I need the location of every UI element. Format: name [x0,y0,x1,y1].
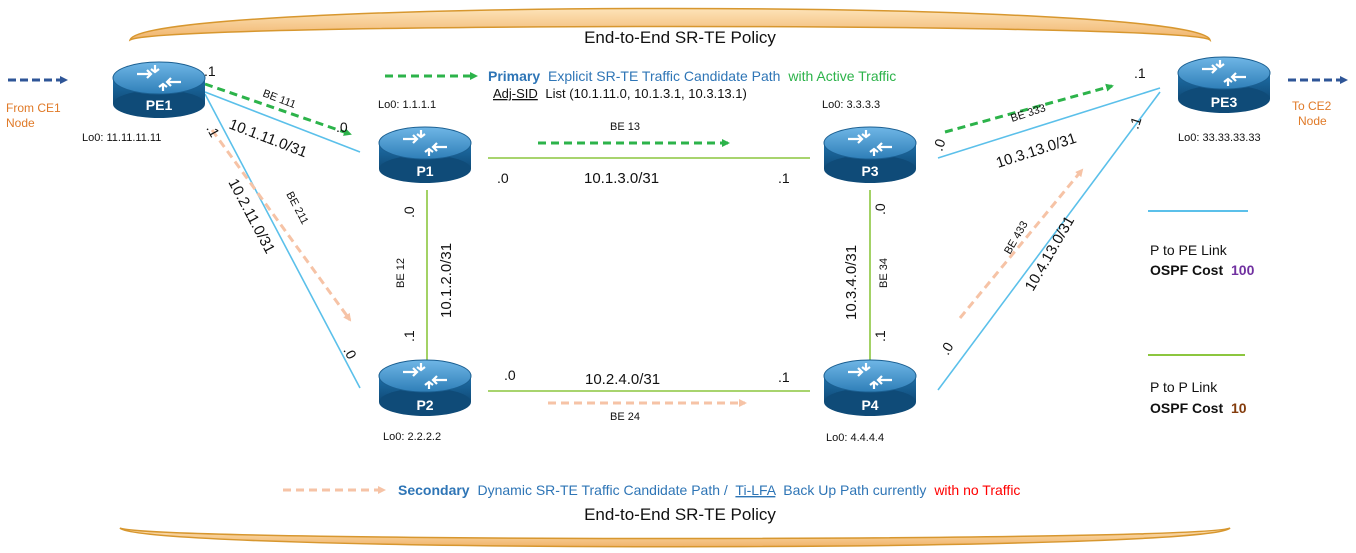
p-cost-label: OSPF Cost [1150,400,1223,416]
secondary-path [210,129,1084,407]
p1-loopback: Lo0: 1.1.1.1 [378,99,436,111]
p1-p2-bundle: BE 12 [395,258,407,288]
p1-p3-b-end: .1 [778,170,790,186]
secondary-no-traffic: with no Traffic [933,482,1020,498]
bottom-policy-title: End-to-End SR-TE Policy [584,505,776,524]
primary-active: with Active Traffic [787,68,896,84]
p3-pe3-a-end: .0 [930,137,949,153]
secondary-word: Secondary [398,482,470,498]
router-p3-name: P3 [861,163,878,179]
p2-p4-bundle: BE 24 [610,411,640,423]
p4-pe3-b-end: .1 [1126,115,1145,131]
from-ce1-line2: Node [6,116,35,130]
from-ce1-line1: From CE1 [6,101,61,115]
p3-loopback: Lo0: 3.3.3.3 [822,99,880,111]
p3-p4-b-end: .1 [872,330,888,342]
p2-p4-subnet: 10.2.4.0/31 [585,371,660,388]
pe-link-cost: OSPF Cost 100 [1150,262,1255,278]
to-ce2-line2: Node [1298,114,1327,128]
pe-link-title: P to PE Link [1150,242,1228,258]
p1-p3-bundle: BE 13 [610,121,640,133]
p-cost-value: 10 [1231,400,1247,416]
pe-cost-value: 100 [1231,262,1255,278]
pe-to-p-links [204,87,1161,391]
pe1-p2-bundle: BE 211 [283,190,310,227]
secondary-tilfa: Ti-LFA [735,482,776,498]
p-link-cost: OSPF Cost 10 [1150,400,1247,416]
p2-loopback: Lo0: 2.2.2.2 [383,431,441,443]
p1-p2-subnet: 10.1.2.0/31 [438,243,455,318]
p1-p2-b-end: .1 [401,330,417,342]
pe1-p2-b-end: .0 [340,344,360,362]
secondary-seg-p4-pe3 [958,168,1084,319]
p1-p3-a-end: .0 [497,170,509,186]
router-p1: P1 [377,125,473,185]
primary-path [204,82,1114,147]
bottom-policy-arc [119,527,1231,548]
router-pe1: PE1 [111,60,207,120]
p3-p4-subnet: 10.3.4.0/31 [843,245,860,320]
pe1-p1-subnet: 10.1.11.0/31 [227,116,310,161]
top-policy-arc [128,7,1212,43]
pe3-loopback: Lo0: 33.33.33.33 [1178,132,1261,144]
router-pe3: PE3 [1176,55,1272,115]
p2-p4-b-end: .1 [778,369,790,385]
primary-legend: Primary Explicit SR-TE Traffic Candidate… [385,68,896,101]
p3-pe3-bundle: BE 333 [1009,102,1047,125]
p3-pe3-b-end: .1 [1134,65,1146,81]
adj-sid-list: Adj-SID List (10.1.11.0, 10.1.3.1, 10.3.… [493,86,747,101]
p1-p3-subnet: 10.1.3.0/31 [584,170,659,187]
secondary-legend: Secondary Dynamic SR-TE Traffic Candidat… [283,482,1020,498]
pe1-p1-a-end: .1 [204,63,216,79]
primary-desc: Explicit SR-TE Traffic Candidate Path [548,68,780,84]
to-ce2-line1: To CE2 [1292,99,1332,113]
p-to-p-links [426,157,871,392]
pe-cost-label: OSPF Cost [1150,262,1223,278]
link-p4-pe3 [937,91,1161,391]
router-p4: P4 [822,358,918,418]
primary-seg-p3-pe3 [944,83,1114,134]
pe1-loopback: Lo0: 11.11.11.11 [82,132,161,144]
secondary-backup: Back Up Path currently [783,482,926,498]
router-pe3-name: PE3 [1211,94,1238,110]
link-p3-pe3 [937,87,1161,159]
secondary-seg-pe1-p2 [210,129,352,322]
adj-sid-values: List (10.1.11.0, 10.1.3.1, 10.3.13.1) [545,86,746,101]
adj-sid-prefix: Adj-SID [493,86,538,101]
link-pe1-p2 [204,93,361,389]
primary-word: Primary [488,68,540,84]
router-p3: P3 [822,125,918,185]
secondary-legend-text: Secondary Dynamic SR-TE Traffic Candidat… [398,482,1020,498]
p2-p4-a-end: .0 [504,367,516,383]
pe1-p1-bundle: BE 111 [261,88,297,112]
link-legend: P to PE Link OSPF Cost 100 P to P Link O… [1148,210,1255,416]
router-pe1-name: PE1 [146,97,173,113]
p4-pe3-a-end: .0 [937,339,957,357]
primary-legend-text: Primary Explicit SR-TE Traffic Candidate… [488,68,896,84]
link-pe1-p1 [204,91,361,153]
router-p2-name: P2 [416,397,433,413]
p4-loopback: Lo0: 4.4.4.4 [826,432,884,444]
router-p1-name: P1 [416,163,433,179]
pe1-p1-b-end: .0 [336,119,348,135]
p3-p4-a-end: .0 [872,203,888,215]
router-p2: P2 [377,358,473,418]
secondary-desc: Dynamic SR-TE Traffic Candidate Path / [477,482,727,498]
pe1-p2-a-end: .1 [203,122,223,140]
router-p4-name: P4 [861,397,878,413]
p3-p4-bundle: BE 34 [878,258,890,288]
top-policy-title: End-to-End SR-TE Policy [584,28,776,47]
p-link-title: P to P Link [1150,379,1218,395]
p1-p2-a-end: .0 [401,206,417,218]
